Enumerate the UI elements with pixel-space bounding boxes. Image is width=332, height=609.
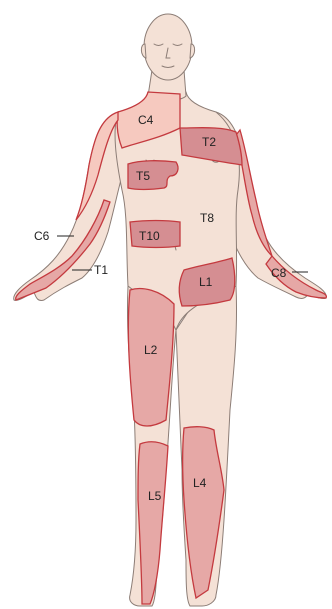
label-t2: T2 — [202, 135, 216, 149]
right-ear — [190, 44, 195, 58]
label-l4: L4 — [193, 476, 207, 490]
left-ear — [141, 44, 146, 58]
label-t10: T10 — [139, 229, 160, 243]
label-l1: L1 — [199, 275, 213, 289]
label-c6: C6 — [34, 229, 50, 243]
label-t5: T5 — [136, 169, 150, 183]
dermatome-regions — [16, 92, 327, 604]
label-t8: T8 — [200, 211, 214, 225]
region-l2 — [128, 289, 174, 426]
label-c4: C4 — [138, 113, 154, 127]
label-l2: L2 — [144, 343, 158, 357]
region-l5 — [138, 442, 168, 604]
head — [144, 14, 192, 80]
label-l5: L5 — [148, 489, 162, 503]
label-t1: T1 — [94, 263, 108, 277]
label-c8: C8 — [271, 266, 287, 280]
